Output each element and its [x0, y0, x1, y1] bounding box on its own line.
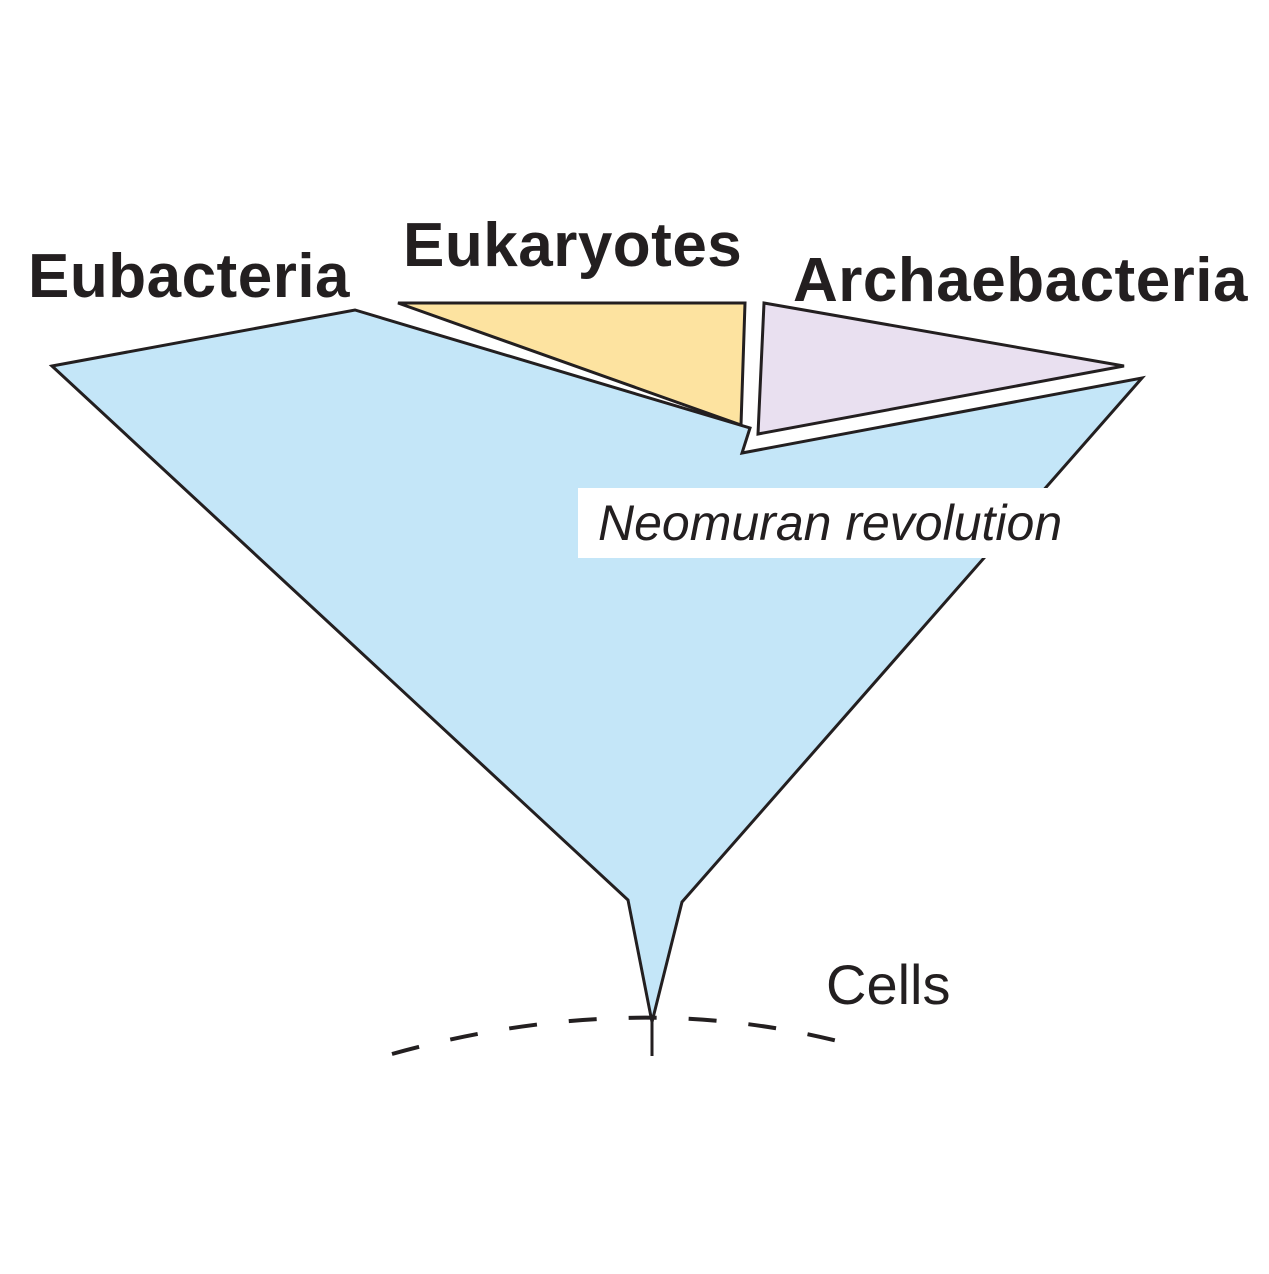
archaebacteria-label: Archaebacteria	[793, 246, 1249, 315]
eubacteria-label: Eubacteria	[28, 242, 351, 311]
eukaryotes-label: Eukaryotes	[403, 211, 743, 280]
eubacteria-clade-shape	[48, 308, 1146, 1023]
eukaryotes-clade-shape	[397, 301, 747, 428]
archaebacteria-clade-shape	[756, 301, 1125, 436]
cells-origin-dashed-arc	[391, 1015, 861, 1056]
neomuran-revolution-label: Neomuran revolution	[578, 488, 1112, 558]
cells-label: Cells	[826, 953, 951, 1016]
